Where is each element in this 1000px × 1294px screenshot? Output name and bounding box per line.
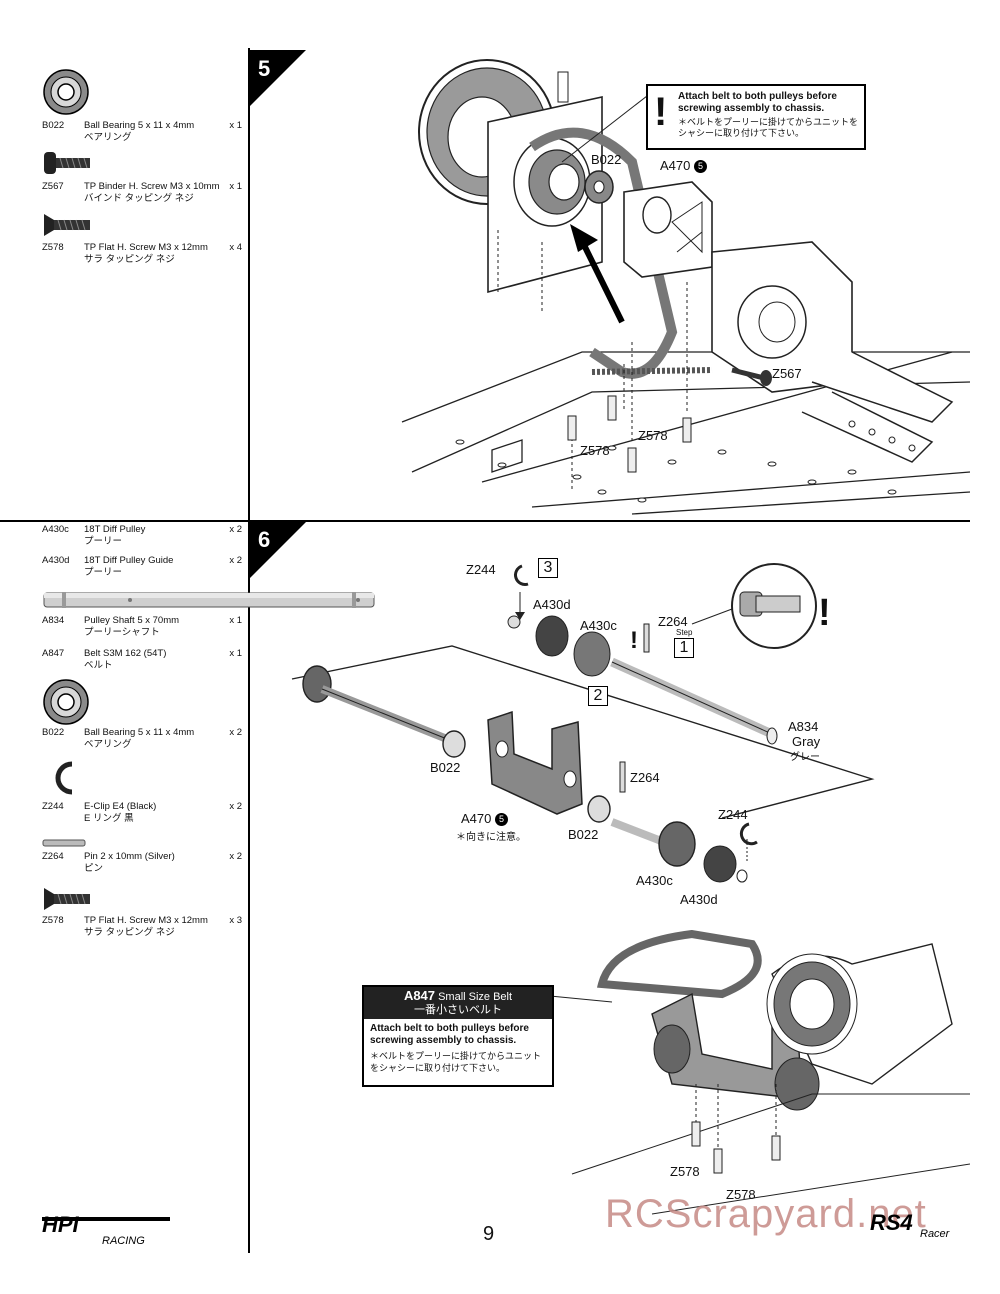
part-qty: x 4: [229, 242, 242, 253]
label-z264-mid: Z264: [630, 770, 660, 785]
label-b022-right: B022: [568, 827, 599, 842]
part-qty: x 1: [229, 181, 242, 192]
hpi-racing-logo: HPI RACING: [42, 1212, 170, 1246]
flat-screw-icon: [44, 214, 90, 236]
step-6-illustration: [291, 563, 970, 1215]
label-gray-jp: グレー: [790, 752, 820, 763]
ball-bearing-icon: [43, 69, 89, 115]
part-name: E-Clip E4 (Black)E リング 黒: [84, 801, 157, 824]
part-code: A430c: [42, 524, 69, 535]
label-b022-left: B022: [430, 760, 461, 775]
belt-code: A847: [403, 988, 436, 1003]
label-a430d-top: A430d: [533, 597, 571, 612]
part-code: A847: [42, 648, 65, 659]
label-a430c-bottom: A430c: [636, 873, 673, 888]
part-code: Z567: [42, 181, 64, 192]
label-a430d-bottom: A430d: [680, 892, 718, 907]
step-5-illustration: [401, 59, 970, 515]
step-box-1: 1: [674, 638, 694, 658]
label-gray: Gray: [792, 734, 821, 749]
ball-bearing-icon: [43, 679, 89, 725]
step-ref-badge: 5: [694, 160, 707, 174]
pin-icon: [42, 839, 86, 847]
step-5-callout: ! Attach belt to both pulleys before scr…: [646, 84, 866, 150]
label-a430c-top: A430c: [580, 618, 617, 633]
label-z578-a: Z578: [638, 428, 668, 443]
part-qty: x 3: [229, 915, 242, 926]
label-a470: A470 5: [461, 811, 508, 827]
flat-screw-icon: [44, 888, 90, 910]
label-z264-top: Z264: [658, 614, 688, 629]
part-code: Z578: [42, 915, 64, 926]
part-qty: x 2: [229, 555, 242, 566]
label-z578-b: Z578: [726, 1187, 756, 1202]
part-qty: x 2: [229, 851, 242, 862]
label-z244-bottom: Z244: [718, 807, 748, 822]
belt-title-jp: 一番小さいベルト: [414, 1004, 502, 1016]
step-box-2: 2: [588, 686, 608, 706]
step-5-number: 5: [258, 56, 271, 81]
step-5-badge: [250, 50, 306, 106]
label-z578-b: Z578: [580, 443, 610, 458]
callout-text-en: Attach belt to both pulleys before screw…: [678, 91, 837, 114]
page-number: 9: [483, 1223, 495, 1245]
svg-text:RACING: RACING: [102, 1235, 145, 1246]
label-a470-note: ＊向きに注意。: [456, 832, 526, 843]
step-6-number: 6: [258, 527, 271, 552]
belt-callout-text-jp: ＊ベルトをプーリーに掛けてからユニットをシャシーに取り付けて下さい。: [370, 1051, 542, 1073]
part-code: A834: [42, 615, 65, 626]
binder-screw-icon: [44, 152, 90, 174]
part-code: B022: [42, 120, 65, 131]
part-qty: x 1: [229, 615, 242, 626]
part-qty: x 1: [229, 120, 242, 131]
step-6-badge: [250, 522, 306, 578]
label-z567: Z567: [772, 366, 802, 381]
label-z578-a: Z578: [670, 1164, 700, 1179]
warning-mark-magnifier: !: [818, 592, 831, 634]
step-box-3: 3: [538, 558, 558, 578]
belt-callout-body: Attach belt to both pulleys before screw…: [364, 1019, 552, 1078]
part-code: B022: [42, 727, 65, 738]
warning-mark-pin: !: [630, 627, 638, 654]
svg-text:RS4: RS4: [870, 1210, 913, 1235]
pulley-shaft-icon: [43, 592, 375, 608]
part-qty: x 2: [229, 727, 242, 738]
divider-vertical: [248, 48, 250, 1253]
rs4-racer-logo: RS4 Racer: [870, 1210, 951, 1240]
watermark: RCScrapyard.net: [605, 1192, 927, 1236]
callout-text-jp: ＊ベルトをプーリーに掛けてからユニットをシャシーに取り付けて下さい。: [678, 117, 859, 138]
part-qty: x 2: [229, 801, 242, 812]
belt-callout-header: A847 Small Size Belt 一番小さいベルト: [364, 987, 552, 1019]
part-code: Z264: [42, 851, 64, 862]
label-b022: B022: [591, 152, 622, 167]
part-name: Pin 2 x 10mm (Silver)ピン: [84, 851, 175, 874]
belt-callout: A847 Small Size Belt 一番小さいベルト Attach bel…: [362, 985, 554, 1087]
step-ref-badge: 5: [495, 813, 508, 827]
part-code: Z578: [42, 242, 64, 253]
warning-icon: !: [654, 90, 668, 134]
label-a470: A470 5: [660, 158, 707, 174]
svg-text:HPI: HPI: [42, 1212, 80, 1237]
label-a834: A834: [788, 719, 819, 734]
e-clip-icon: [55, 761, 73, 795]
svg-text:Racer: Racer: [920, 1228, 951, 1240]
divider-horizontal: [0, 520, 970, 522]
label-z244-top: Z244: [466, 562, 496, 577]
part-code: Z244: [42, 801, 64, 812]
part-name: Belt S3M 162 (54T)ベルト: [84, 648, 167, 671]
label-step-word: Step: [676, 628, 693, 637]
part-qty: x 1: [229, 648, 242, 659]
belt-callout-text-en: Attach belt to both pulleys before screw…: [370, 1023, 529, 1046]
part-code: A430d: [42, 555, 70, 566]
part-qty: x 2: [229, 524, 242, 535]
belt-title: Small Size Belt: [438, 991, 513, 1003]
